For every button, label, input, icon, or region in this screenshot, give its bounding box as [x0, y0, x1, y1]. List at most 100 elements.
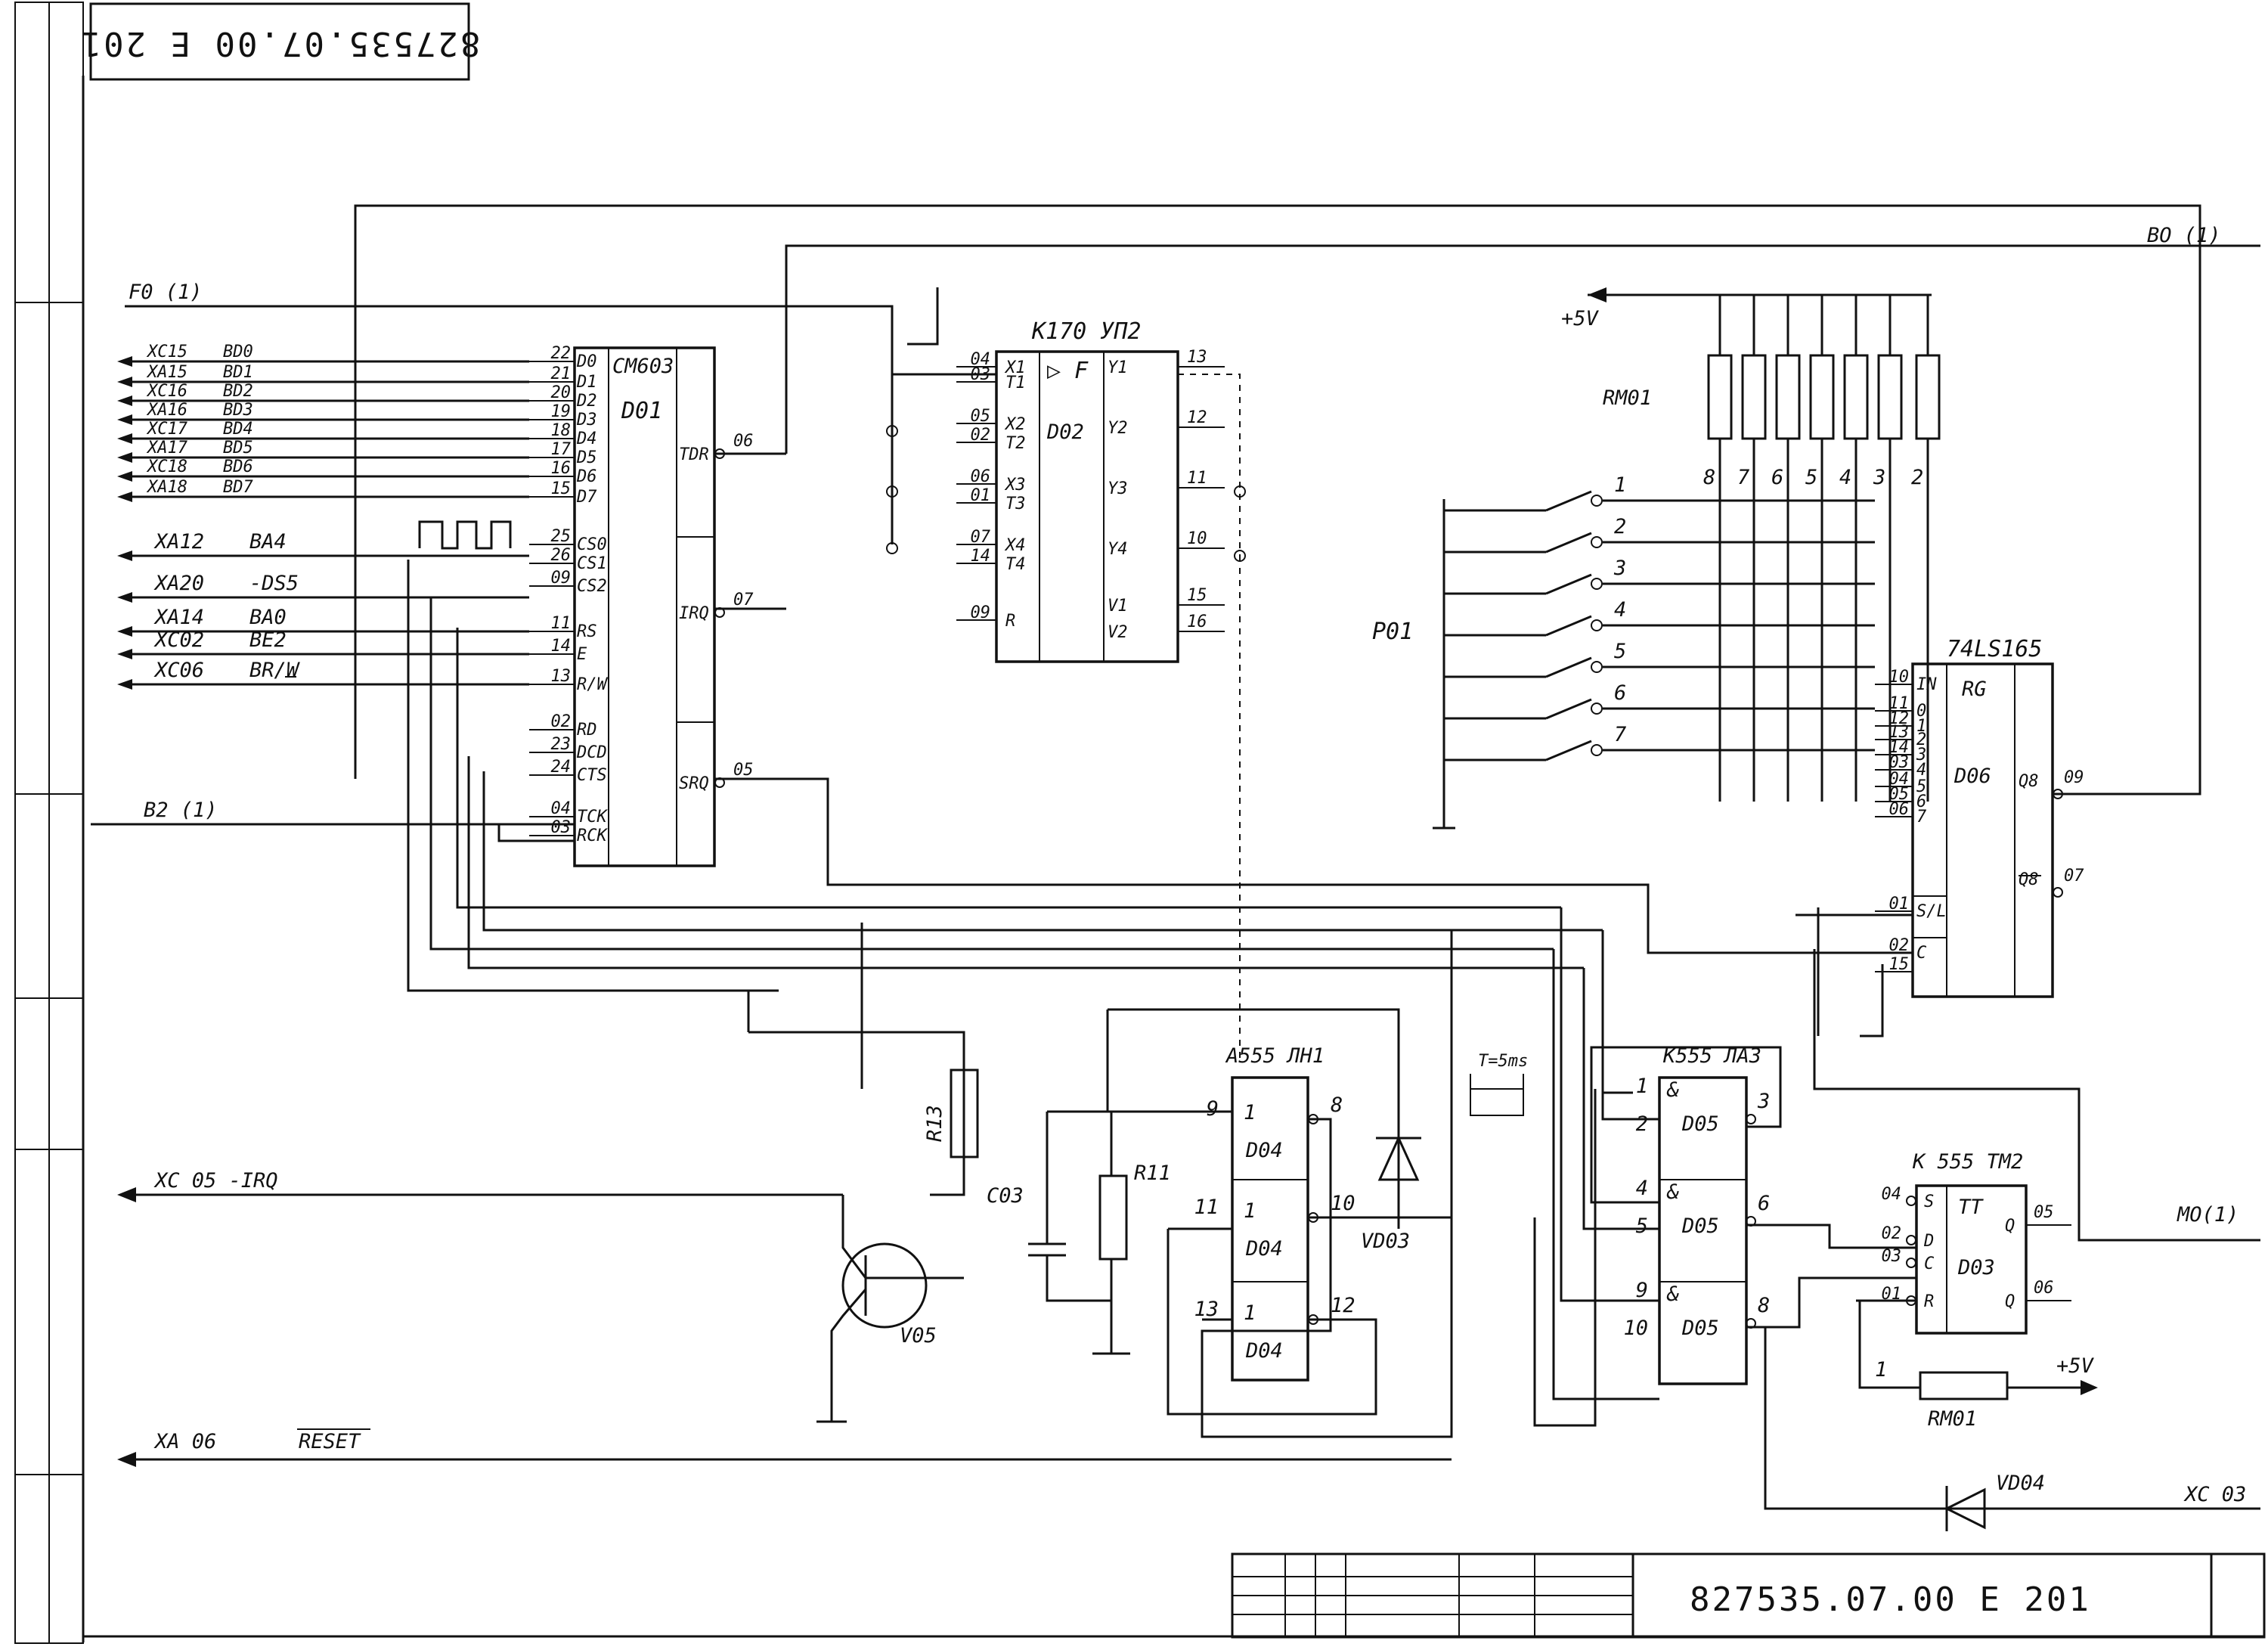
pin-name: Q	[2005, 1292, 2015, 1311]
pin-name: S	[1924, 1193, 1934, 1211]
chip-d06-func: RG	[1962, 678, 1987, 701]
pin-name: V2	[1108, 623, 1128, 642]
switch-pin: 1	[1614, 473, 1626, 497]
pin-number: 11	[1889, 694, 1910, 713]
bus-connector: XC18	[146, 457, 187, 476]
pin-name: D5	[576, 448, 597, 467]
pin-number: 06	[1889, 800, 1910, 819]
pin-number: 23	[551, 735, 572, 754]
gate-input-pin: 2	[1636, 1112, 1648, 1136]
control-signal: BA0	[249, 606, 287, 629]
bus-signal: BD4	[223, 420, 253, 439]
gate-input-pin: 10	[1623, 1317, 1648, 1340]
svg-text:RM01: RM01	[1928, 1407, 1977, 1431]
switch-contact	[1591, 536, 1603, 548]
pin-number: 10	[1889, 668, 1910, 687]
pin-number: 03	[1889, 753, 1910, 772]
svg-text:VD03: VD03	[1361, 1230, 1410, 1253]
arrow-left	[117, 452, 132, 463]
diode-vd03: VD03	[1361, 1135, 1421, 1253]
signal-b2: B2 (1)	[91, 799, 575, 842]
control-connector: XA14	[153, 606, 204, 629]
gate-output-pin: 8	[1331, 1093, 1343, 1117]
pin-number: 13	[551, 667, 572, 686]
control-signal: BR/W	[249, 659, 301, 682]
gate-input-pin: 9	[1636, 1279, 1648, 1302]
pin-number: 09	[551, 569, 572, 588]
pin-name: R/W	[577, 675, 608, 694]
gate-ref: D05	[1681, 1317, 1719, 1340]
signal-reset: XA 06 RESET	[117, 1428, 1452, 1467]
arrow-left	[117, 679, 132, 690]
switch-pin: 2	[1614, 515, 1626, 538]
doc-number-box: 827535.07.00 E 201	[79, 2, 481, 81]
pin-number: 06	[971, 467, 991, 486]
svg-text:P01: P01	[1372, 619, 1413, 645]
pin-name: Y1	[1108, 358, 1128, 377]
gate-symbol: &	[1666, 1282, 1679, 1306]
chip-d01-ref: D01	[621, 398, 662, 424]
pin-name: D6	[576, 467, 597, 486]
doc-number: 827535.07.00 E 201	[79, 24, 481, 63]
switch-contact	[1591, 702, 1603, 715]
resistor-body	[1915, 354, 1941, 440]
gate-output-pin: 6	[1758, 1192, 1770, 1215]
inverter-bubble	[1746, 1114, 1756, 1124]
pin-number: 15	[1187, 586, 1207, 605]
pin-number: 09	[971, 603, 991, 622]
arrow-left	[117, 377, 132, 387]
pin-number: 13	[1187, 348, 1207, 367]
pin-bubble	[2053, 887, 2063, 898]
switch-blade	[1545, 740, 1592, 761]
gate-symbol: &	[1666, 1078, 1679, 1102]
chip-d06-type: 74LS165	[1947, 636, 2042, 662]
pin-number: 10	[1187, 529, 1207, 548]
svg-text:XA 06: XA 06	[153, 1430, 216, 1453]
pin-name: D0	[576, 352, 597, 371]
pin-number: 06	[2034, 1279, 2054, 1298]
bus-signal: BD2	[223, 382, 253, 401]
switch-pin: 7	[1614, 723, 1626, 746]
pin-name: D3	[576, 411, 597, 430]
switch-blade	[1545, 490, 1592, 512]
switch-contact	[1591, 661, 1603, 673]
pin-number: 03	[551, 818, 572, 837]
gate-output-pin: 10	[1331, 1192, 1356, 1215]
pin-name: TDR	[679, 445, 709, 464]
title-block: 827535.07.00 E 201	[1231, 1552, 2266, 1639]
lower-wiring: MO(1)	[407, 560, 2260, 1510]
pin-name: D1	[576, 373, 597, 392]
pin-name: RD	[577, 721, 597, 740]
gate-ref: D04	[1245, 1237, 1283, 1261]
pin-number: 07	[971, 528, 991, 547]
pin-name: 7	[1916, 808, 1927, 827]
pin-name: X1	[1004, 358, 1026, 377]
pin-number: 04	[1889, 770, 1910, 789]
pin-name: R	[1005, 612, 1015, 631]
chip-d03-ref: D03	[1957, 1256, 1995, 1279]
resistor-pin: 4	[1839, 466, 1851, 489]
svg-text:F0 (1): F0 (1)	[129, 281, 203, 304]
pin-name: CS0	[577, 535, 607, 554]
transistor-v05: V05	[816, 1195, 964, 1423]
pin-number: 04	[551, 799, 572, 818]
pin-name: TCK	[577, 808, 608, 827]
pin-name: D4	[576, 430, 597, 448]
control-connector: XA20	[153, 572, 204, 595]
bus-connector: XA18	[146, 478, 187, 497]
arrow-left	[117, 433, 132, 444]
pin-name: X3	[1004, 476, 1026, 495]
resistor-r11-capacitor-c03: C03 R11	[987, 1112, 1171, 1355]
pin-name: T2	[1005, 434, 1026, 453]
gate-input-pin: 5	[1636, 1214, 1648, 1238]
